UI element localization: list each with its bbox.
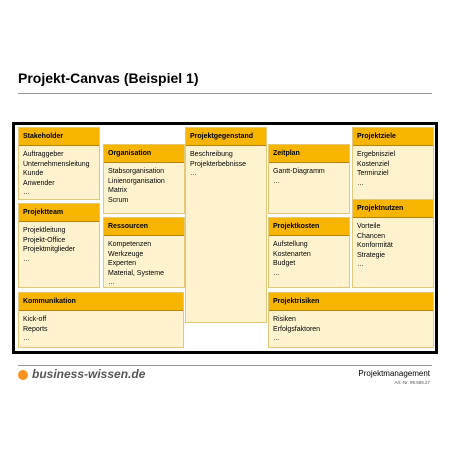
cell-list: Projektleitung Projekt-Office Projektmit… — [23, 226, 97, 264]
cell-list: Ergebnisziel Kostenziel Terminziel … — [357, 150, 431, 188]
list-item: Linienorganisation — [108, 177, 165, 185]
cell-organisation: Organisation Stabsorganisation Linienorg… — [103, 144, 185, 214]
cell-header: Projektziele — [353, 128, 433, 146]
cell-header: Organisation — [104, 145, 184, 163]
list-item: … — [23, 255, 30, 263]
list-item: Vorteile — [357, 223, 381, 230]
cell-projektnutzen: Projektnutzen Vorteile Chancen Konformit… — [352, 199, 434, 288]
list-item: Anwender — [23, 179, 55, 187]
list-item: Reports — [23, 325, 48, 333]
cell-projektkosten: Projektkosten Aufstellung Kostenarten Bu… — [268, 217, 350, 288]
brand-logo: business-wissen.de — [32, 367, 146, 381]
list-item: Terminziel — [357, 170, 389, 177]
list-item: … — [357, 261, 364, 268]
list-item: Material, Systeme — [108, 269, 165, 277]
list-item: Ergebnisziel — [357, 151, 396, 158]
cell-list: Auftraggeber Unternehmensleitung Kunde A… — [23, 150, 97, 198]
cell-header: Projektgegenstand — [186, 128, 266, 146]
cell-list: Beschreibung Projekterbebnisse … — [190, 150, 264, 179]
cell-projektgegenstand: Projektgegenstand Beschreibung Projekter… — [185, 127, 267, 323]
cell-header: Zeitplan — [269, 145, 349, 163]
list-item: Kompetenzen — [108, 241, 152, 248]
cell-list: Kick-off Reports … — [23, 315, 181, 344]
cell-list: Stabsorganisation Linienorganisation Mat… — [108, 167, 182, 205]
list-item: Werkzeuge — [108, 250, 144, 258]
cell-header: Ressourcen — [104, 218, 184, 236]
list-item: Projektmitglieder — [23, 246, 76, 253]
list-item: Kostenarten — [273, 250, 311, 258]
cell-header: Kommunikation — [19, 293, 183, 311]
list-item: Risiken — [273, 316, 296, 323]
list-item: … — [108, 279, 115, 286]
brand-dot-icon — [18, 370, 28, 380]
list-item: Scrum — [108, 196, 129, 204]
cell-stakeholder: Stakeholder Auftraggeber Unternehmenslei… — [18, 127, 100, 200]
list-item: Projekterbebnisse — [190, 160, 247, 168]
list-item: Strategie — [357, 251, 386, 259]
list-item: Erfolgsfaktoren — [273, 325, 321, 333]
list-item: … — [273, 269, 280, 277]
list-item: Kick-off — [23, 316, 47, 323]
title-divider — [18, 93, 432, 94]
list-item: Gantt-Diagramm — [273, 168, 325, 175]
cell-list: Kompetenzen Werkzeuge Experten Material,… — [108, 240, 182, 288]
cell-list: Vorteile Chancen Konformität Strategie … — [357, 222, 431, 270]
cell-projektteam: Projektteam Projektleitung Projekt-Offic… — [18, 203, 100, 288]
cell-list: Aufstellung Kostenarten Budget … — [273, 240, 347, 278]
cell-header: Projektteam — [19, 204, 99, 222]
project-canvas: Stakeholder Auftraggeber Unternehmenslei… — [12, 122, 438, 354]
page-title: Projekt-Canvas (Beispiel 1) — [18, 70, 199, 86]
list-item: Beschreibung — [190, 151, 233, 158]
cell-projektrisiken: Projektrisiken Risiken Erfolgsfaktoren … — [268, 292, 434, 348]
list-item: Projektleitung — [23, 227, 66, 234]
list-item: Matrix — [108, 187, 128, 194]
list-item: … — [23, 189, 30, 196]
list-item: Kostenziel — [357, 160, 390, 168]
cell-list: Gantt-Diagramm … — [273, 167, 347, 186]
cell-header: Projektnutzen — [353, 200, 433, 218]
cell-header: Projektrisiken — [269, 293, 433, 311]
cell-header: Projektkosten — [269, 218, 349, 236]
list-item: … — [273, 177, 280, 185]
article-number: Art.-Nr. 99.599.27 — [394, 380, 430, 385]
list-item: … — [190, 170, 197, 177]
cell-list: Risiken Erfolgsfaktoren … — [273, 315, 431, 344]
cell-ressourcen: Ressourcen Kompetenzen Werkzeuge Experte… — [103, 217, 185, 288]
list-item: Konformität — [357, 242, 393, 249]
list-item: … — [273, 335, 280, 342]
footer-divider — [18, 365, 432, 366]
list-item: Aufstellung — [273, 241, 308, 248]
list-item: … — [23, 335, 30, 342]
cell-kommunikation: Kommunikation Kick-off Reports … — [18, 292, 184, 348]
list-item: Kunde — [23, 170, 44, 177]
footer-title: Projektmanagement — [358, 369, 430, 378]
list-item: … — [357, 179, 364, 187]
cell-projektziele: Projektziele Ergebnisziel Kostenziel Ter… — [352, 127, 434, 200]
list-item: Stabsorganisation — [108, 168, 165, 175]
cell-zeitplan: Zeitplan Gantt-Diagramm … — [268, 144, 350, 214]
list-item: Auftraggeber — [23, 151, 64, 158]
list-item: Projekt-Office — [23, 236, 66, 244]
list-item: Budget — [273, 260, 296, 267]
list-item: Experten — [108, 260, 137, 267]
list-item: Unternehmensleitung — [23, 160, 90, 168]
cell-header: Stakeholder — [19, 128, 99, 146]
list-item: Chancen — [357, 232, 386, 240]
